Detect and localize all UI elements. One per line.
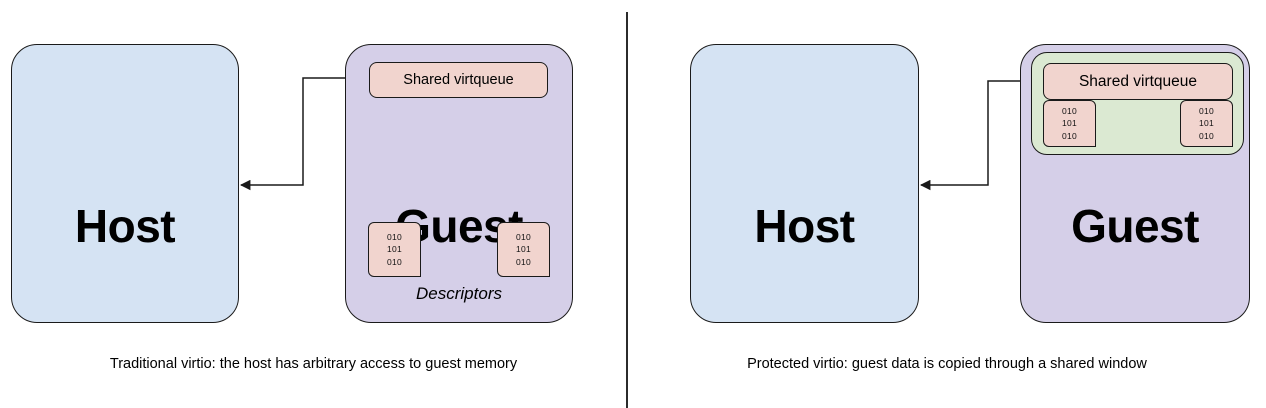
shared-virtqueue-label-traditional: Shared virtqueue	[403, 72, 514, 88]
descriptor-bits-line: 010	[386, 256, 403, 267]
host-label-traditional: Host	[74, 200, 176, 252]
descriptor-bits-line: 010	[515, 232, 532, 243]
descriptor-protected-2[interactable]: 010 101 010	[1180, 100, 1233, 147]
descriptor-bits-line: 101	[1198, 118, 1215, 129]
descriptor-bits-line: 010	[1061, 130, 1078, 141]
shared-virtqueue-protected[interactable]: Shared virtqueue	[1043, 63, 1233, 100]
panel-caption-protected: Protected virtio: guest data is copied t…	[747, 356, 1147, 372]
descriptors-label-traditional: Descriptors	[416, 284, 502, 303]
descriptor-bits-line: 010	[515, 256, 532, 267]
descriptor-traditional-1[interactable]: 010 101 010	[368, 222, 421, 277]
descriptor-bits-line: 010	[1198, 130, 1215, 141]
descriptor-protected-1[interactable]: 010 101 010	[1043, 100, 1096, 147]
host-box-protected: Host	[690, 44, 919, 323]
host-label-protected: Host	[754, 200, 855, 252]
descriptor-bits-line: 010	[386, 232, 403, 243]
descriptor-bits-line: 010	[1198, 106, 1215, 117]
guest-label-protected: Guest	[1071, 200, 1199, 252]
descriptor-bits-line: 101	[1061, 118, 1078, 129]
descriptor-bits-line: 101	[386, 244, 403, 255]
panel-caption-traditional: Traditional virtio: the host has arbitra…	[109, 356, 518, 372]
shared-virtqueue-label-protected: Shared virtqueue	[1078, 72, 1198, 90]
shared-virtqueue-traditional[interactable]: Shared virtqueue	[369, 62, 548, 98]
host-box-traditional: Host	[11, 44, 239, 323]
panel-divider	[626, 12, 628, 408]
descriptor-bits-line: 101	[515, 244, 532, 255]
descriptor-bits-line: 010	[1061, 106, 1078, 117]
descriptor-traditional-2[interactable]: 010 101 010	[497, 222, 550, 277]
